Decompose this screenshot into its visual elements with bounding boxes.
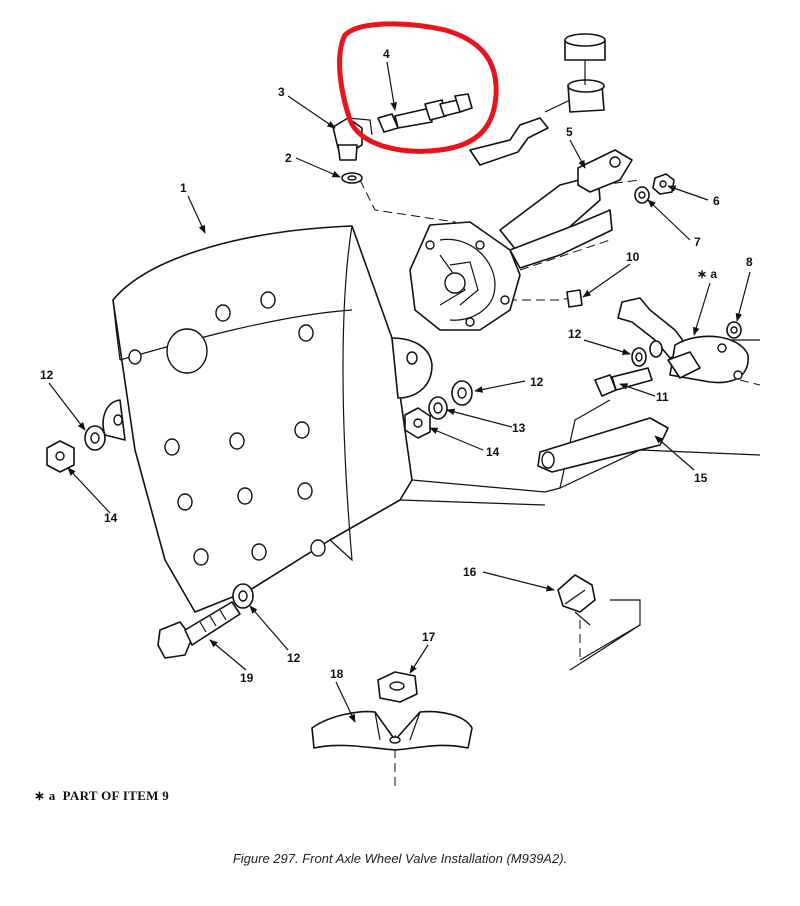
bolt-part-19 — [157, 601, 241, 659]
callout-14-center: 14 — [486, 445, 500, 459]
footnote-text: PART OF ITEM 9 — [62, 788, 170, 803]
callout-12-center: 12 — [530, 375, 544, 389]
air-tube-part-4 — [377, 93, 473, 133]
callout-8: 8 — [746, 255, 753, 269]
callout-11: 11 — [656, 390, 669, 404]
wheel-valve-body — [409, 174, 613, 331]
highlight-circle-item-4 — [337, 21, 499, 154]
callout-13: 13 — [512, 421, 526, 435]
tube-bracket-part-9 — [617, 297, 749, 384]
callout-3: 3 — [278, 85, 285, 99]
leader-lines — [48, 61, 751, 723]
washer-part-2 — [341, 172, 363, 184]
callout-7: 7 — [694, 235, 701, 249]
washer-part-12-center — [451, 380, 473, 406]
callout-19: 19 — [240, 671, 254, 685]
callout-labels: 1 2 3 4 5 6 7 8 ∗ a 10 11 12 12 12 12 13… — [40, 47, 753, 685]
callout-5: 5 — [566, 125, 573, 139]
callout-12-right: 12 — [568, 327, 582, 341]
footnote: ∗ a PART OF ITEM 9 — [34, 788, 169, 804]
fitting-part-16 — [557, 574, 596, 626]
shield-plate-part-1 — [102, 225, 433, 613]
air-hose-assembly — [469, 33, 606, 166]
callout-9a: ∗ a — [697, 267, 717, 281]
callout-1: 1 — [180, 181, 187, 195]
callout-10: 10 — [626, 250, 640, 264]
nut-part-17 — [377, 671, 418, 703]
callout-17: 17 — [422, 630, 436, 644]
nut-part-14-center — [404, 407, 431, 439]
callout-4: 4 — [383, 47, 390, 61]
callout-14-left: 14 — [104, 511, 118, 525]
nut-part-14-left — [46, 440, 75, 473]
washer-part-7 — [634, 186, 650, 204]
washer-part-12-left — [84, 425, 106, 451]
washer-part-8 — [726, 321, 742, 339]
bolt-part-11 — [594, 367, 653, 397]
callout-6: 6 — [713, 194, 720, 208]
callout-15: 15 — [694, 471, 708, 485]
spacer-part-10 — [566, 289, 583, 308]
callout-18: 18 — [330, 667, 344, 681]
housing-outline — [399, 339, 761, 671]
counterweight-part-18 — [311, 710, 473, 751]
callout-12-left: 12 — [40, 368, 54, 382]
washer-part-12-right — [631, 340, 663, 367]
footnote-marker: ∗ a — [34, 788, 56, 803]
lever-arm-part-15 — [537, 417, 669, 473]
callout-12-lower: 12 — [287, 651, 301, 665]
washer-part-13 — [428, 396, 448, 420]
callout-2: 2 — [285, 151, 292, 165]
figure-caption: Figure 297. Front Axle Wheel Valve Insta… — [232, 851, 568, 866]
centerlines — [359, 179, 761, 790]
callout-16: 16 — [463, 565, 477, 579]
nut-part-6 — [652, 173, 675, 195]
bracket-part-5 — [577, 149, 633, 193]
washer-part-12-lower — [232, 583, 254, 609]
